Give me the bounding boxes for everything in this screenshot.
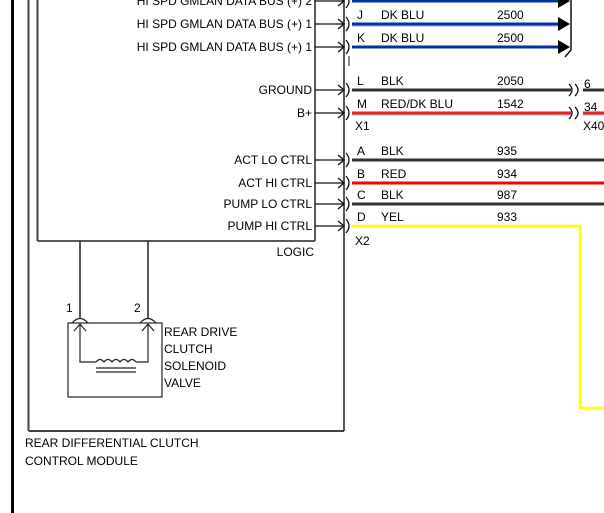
signal-label-c: PUMP LO CTRL	[224, 197, 313, 211]
connector-pin-b	[345, 175, 350, 191]
solenoid-label-line1: REAR DRIVE	[164, 325, 237, 339]
connector-pin-k	[345, 39, 350, 55]
x40-pin34-connector-a	[568, 106, 573, 120]
wire-color-label-j: DK BLU	[381, 8, 424, 22]
signal-label-b: ACT HI CTRL	[238, 176, 312, 190]
circuit-number-j: 2500	[497, 8, 524, 22]
wire-yel-933-route	[352, 224, 604, 410]
x40-pin6-connector-b	[574, 83, 579, 97]
signal-arrowhead-m	[337, 107, 346, 119]
x40-pin-6-label: 6	[584, 77, 591, 91]
signal-label-d: PUMP HI CTRL	[228, 219, 313, 233]
wire-color-label-m: RED/DK BLU	[381, 97, 453, 111]
pin-label-c: C	[357, 188, 366, 202]
connector-pin-top	[345, 0, 350, 9]
wire-color-label-d: YEL	[381, 210, 404, 224]
connector-pin-j	[345, 16, 350, 32]
page-border-left	[11, 0, 14, 513]
signal-label-m: B+	[297, 106, 312, 120]
connector-x2-label: X2	[355, 234, 370, 248]
signal-label-a: ACT LO CTRL	[234, 153, 312, 167]
circuit-number-b: 934	[497, 167, 517, 181]
circuit-number-m: 1542	[497, 97, 524, 111]
pin-label-d: D	[357, 210, 366, 224]
connector-pin-a	[345, 152, 350, 168]
connector-pin-l	[345, 82, 350, 98]
connector-x40-label: X40	[583, 119, 604, 133]
solenoid-label-line2: CLUTCH	[164, 342, 213, 356]
wire-color-label-b: RED	[381, 167, 407, 181]
solenoid-pin2-connector	[139, 317, 157, 324]
pin-label-j: J	[357, 8, 363, 22]
pin-label-b: B	[357, 167, 365, 181]
circuit-number-k: 2500	[497, 31, 524, 45]
signal-arrowhead-c	[337, 198, 346, 210]
circuit-rows: HI SPD GMLAN DATA BUS (+) 2 HI SPD GMLAN …	[137, 0, 604, 234]
wire-arrow-icon-k	[558, 40, 570, 54]
coil-wire-left	[79, 324, 96, 363]
pin-label-l: L	[357, 74, 364, 88]
coil-wire-right	[136, 324, 149, 363]
wire-color-label-c: BLK	[381, 188, 404, 202]
module-name-line2: CONTROL MODULE	[25, 454, 138, 468]
solenoid-label-line4: VALVE	[164, 376, 201, 390]
connector-pin-c	[345, 196, 350, 212]
circuit-number-l: 2050	[497, 74, 524, 88]
wire-arrow-icon-j	[558, 17, 570, 31]
signal-label-l: GROUND	[259, 83, 313, 97]
x40-pin34-connector-b	[574, 106, 579, 120]
signal-arrowhead-k	[337, 41, 346, 53]
coil-icon	[95, 358, 137, 363]
signal-label-top: HI SPD GMLAN DATA BUS (+) 2	[137, 0, 313, 8]
circuit-number-c: 987	[497, 188, 517, 202]
gmlan-bracket	[564, 0, 572, 58]
pin-label-k: K	[357, 31, 365, 45]
circuit-number-d: 933	[497, 210, 517, 224]
logic-label: LOGIC	[277, 245, 315, 259]
solenoid-label-line3: SOLENOID	[164, 359, 226, 373]
signal-label-k: HI SPD GMLAN DATA BUS (+) 1	[137, 40, 313, 54]
signal-arrowhead-b	[337, 177, 346, 189]
module-name-line1: REAR DIFFERENTIAL CLUTCH	[25, 436, 199, 450]
signal-label-j: HI SPD GMLAN DATA BUS (+) 1	[137, 17, 313, 31]
pin-label-m: M	[357, 97, 367, 111]
connector-pin-m	[345, 105, 350, 121]
circuit-number-a: 935	[497, 144, 517, 158]
x40-pin-34-label: 34	[584, 100, 598, 114]
signal-arrowhead-top	[337, 0, 346, 7]
solenoid-pin2-label: 2	[134, 301, 141, 315]
signal-arrowhead-j	[337, 18, 346, 30]
wire-color-label-l: BLK	[381, 74, 404, 88]
solenoid-pin1-label: 1	[66, 301, 73, 315]
signal-arrowhead-d	[337, 220, 346, 232]
connector-pin-d	[345, 218, 350, 234]
solenoid-pin1-connector	[71, 317, 89, 324]
pin-label-a: A	[357, 144, 365, 158]
signal-arrowhead-l	[337, 84, 346, 96]
wire-color-label-k: DK BLU	[381, 31, 424, 45]
wire-arrow-icon-top	[558, 0, 570, 8]
x40-pin6-connector-a	[568, 83, 573, 97]
signal-arrowhead-a	[337, 154, 346, 166]
connector-x1-label: X1	[355, 119, 370, 133]
solenoid-box	[67, 322, 163, 398]
wire-color-label-a: BLK	[381, 144, 404, 158]
